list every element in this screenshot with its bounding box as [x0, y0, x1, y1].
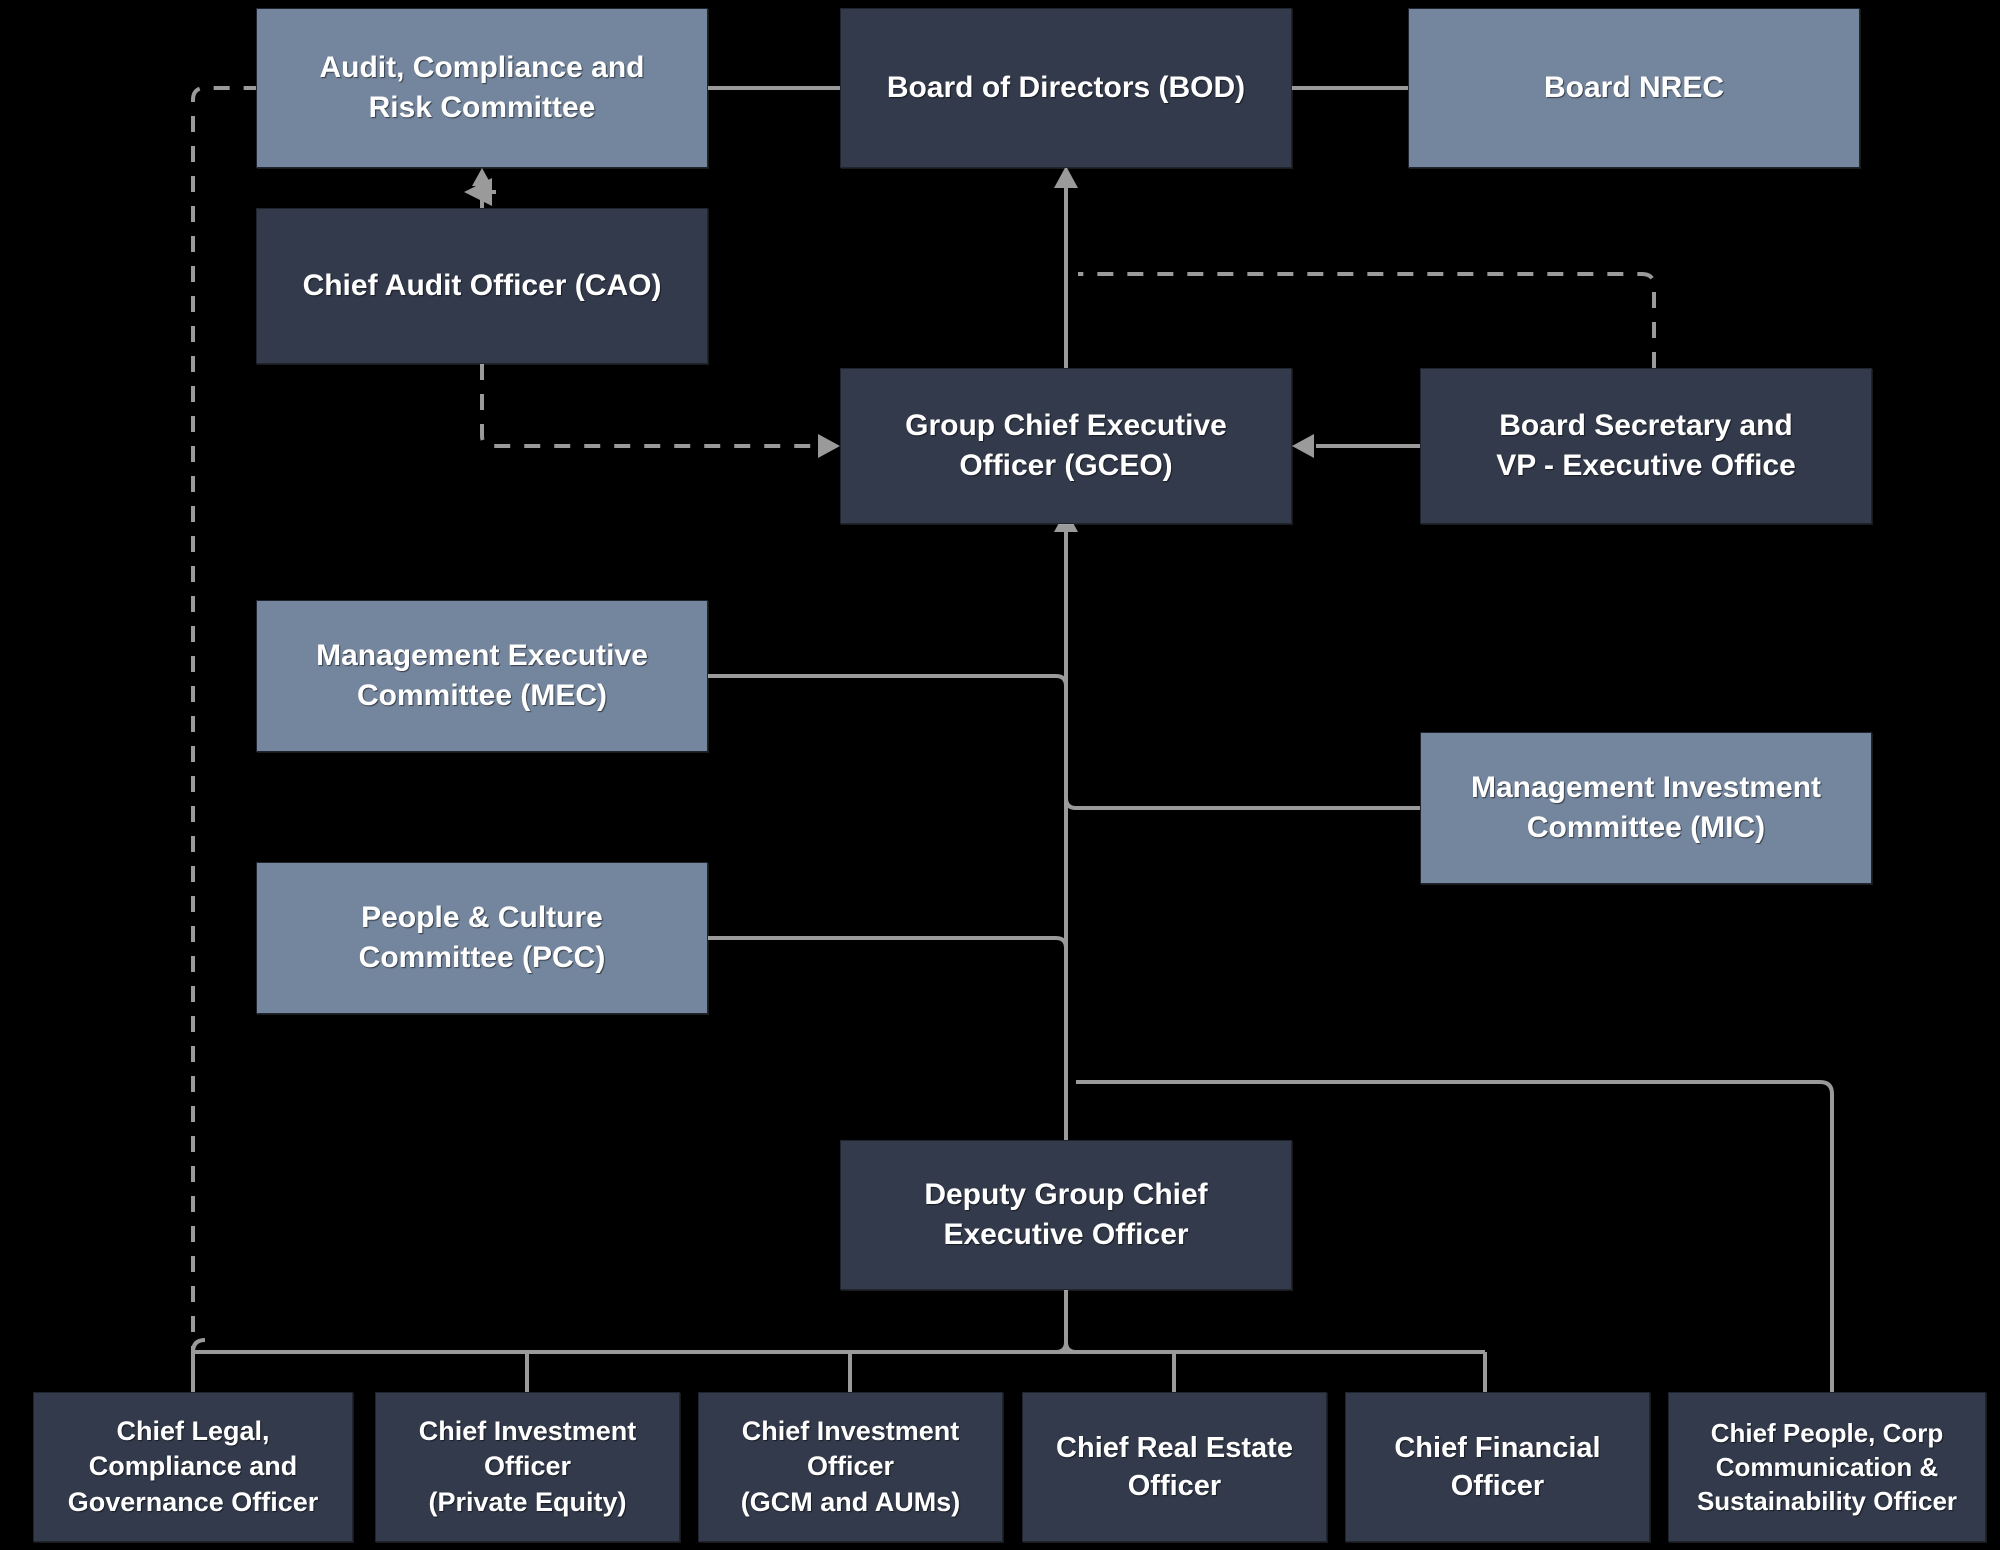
node-label-chief-financial: Chief Financial Officer	[1394, 1431, 1601, 1502]
node-chief-legal[interactable]: Chief Legal, Compliance and Governance O…	[33, 1392, 353, 1542]
node-label-cio-private-equity: Chief Investment Officer (Private Equity…	[418, 1415, 637, 1517]
node-label-cio-gcm-aums: Chief Investment Officer (GCM and AUMs)	[740, 1415, 961, 1517]
node-board-nrec[interactable]: Board NREC	[1408, 8, 1860, 168]
node-label-chief-legal: Chief Legal, Compliance and Governance O…	[67, 1415, 319, 1517]
node-deputy-gceo[interactable]: Deputy Group Chief Executive Officer	[840, 1140, 1292, 1290]
node-label-mec: Management Executive Committee (MEC)	[316, 639, 648, 712]
link-cao-arrowhead	[472, 168, 492, 186]
node-chief-financial[interactable]: Chief Financial Officer	[1345, 1392, 1650, 1542]
link-secretary-to-bod-dashed	[1078, 272, 1656, 368]
node-board-of-directors[interactable]: Board of Directors (BOD)	[840, 8, 1292, 168]
link-deputy-down-stem	[1055, 1290, 1068, 1354]
link-mic-to-gceo	[1064, 797, 1420, 810]
link-pcc-to-gceo	[708, 936, 1068, 949]
node-audit-committee[interactable]: Audit, Compliance and Risk Committee	[256, 8, 708, 168]
node-label-deputy-gceo: Deputy Group Chief Executive Officer	[924, 1178, 1208, 1251]
node-label-audit-committee: Audit, Compliance and Risk Committee	[319, 51, 645, 124]
node-label-chief-people: Chief People, Corp Communication & Susta…	[1696, 1417, 1958, 1517]
node-label-chief-audit-officer: Chief Audit Officer (CAO)	[302, 269, 662, 303]
node-label-gceo: Group Chief Executive Officer (GCEO)	[905, 409, 1227, 482]
node-cio-gcm-aums[interactable]: Chief Investment Officer (GCM and AUMs)	[698, 1392, 1003, 1542]
node-label-board-nrec: Board NREC	[1543, 71, 1724, 105]
node-label-mic: Management Investment Committee (MIC)	[1470, 771, 1822, 844]
node-chief-people[interactable]: Chief People, Corp Communication & Susta…	[1668, 1392, 1986, 1542]
link-chief-legal-to-audit-dashed	[191, 86, 256, 1392]
riser-chief-legal	[191, 1338, 206, 1353]
node-label-pcc: People & Culture Committee (PCC)	[358, 901, 606, 974]
node-label-board-of-directors: Board of Directors (BOD)	[886, 71, 1246, 105]
link-secretary-gceo-arrowhead	[1292, 434, 1314, 458]
link-mec-to-gceo	[708, 674, 1068, 687]
link-cao-to-gceo-dashed	[480, 364, 818, 448]
node-board-secretary[interactable]: Board Secretary and VP - Executive Offic…	[1420, 368, 1872, 524]
link-gceo-bod-arrowhead	[1054, 166, 1078, 188]
link-cao-gceo-arrowhead	[818, 434, 840, 458]
link-deputy-down-stem2	[1064, 1341, 1077, 1354]
node-label-board-secretary: Board Secretary and VP - Executive Offic…	[1496, 409, 1796, 482]
node-mec[interactable]: Management Executive Committee (MEC)	[256, 600, 708, 752]
node-cio-private-equity[interactable]: Chief Investment Officer (Private Equity…	[375, 1392, 680, 1542]
node-pcc[interactable]: People & Culture Committee (PCC)	[256, 862, 708, 1014]
node-chief-real-estate[interactable]: Chief Real Estate Officer	[1022, 1392, 1327, 1542]
node-mic[interactable]: Management Investment Committee (MIC)	[1420, 732, 1872, 884]
node-chief-audit-officer[interactable]: Chief Audit Officer (CAO)	[256, 208, 708, 364]
node-gceo[interactable]: Group Chief Executive Officer (GCEO)	[840, 368, 1292, 524]
node-label-chief-real-estate: Chief Real Estate Officer	[1056, 1431, 1293, 1502]
